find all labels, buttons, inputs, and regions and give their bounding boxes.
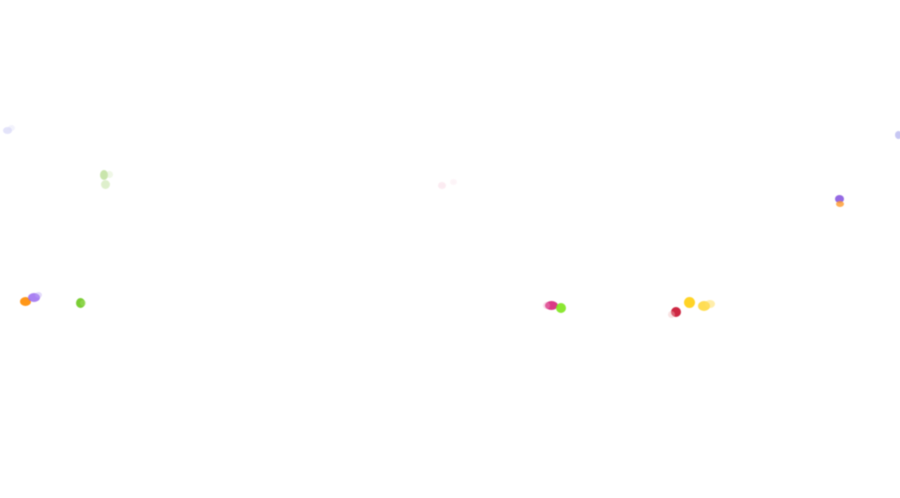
red-yellow-group-particle	[705, 300, 715, 308]
green-single-particle	[76, 298, 85, 308]
pale-green-trail-particle	[100, 170, 108, 180]
pale-green-trail-particle	[106, 171, 113, 178]
purple-orange-right-particle	[836, 201, 844, 207]
orange-purple-pair-particle	[35, 292, 42, 298]
orange-purple-pair-particle	[20, 297, 31, 306]
pink-faint-particle	[438, 182, 446, 189]
pink-faint-particle	[450, 179, 457, 185]
green-single-particle	[80, 300, 86, 306]
magenta-green-pair-particle	[556, 303, 566, 313]
lavender-edge-right-particle	[895, 131, 900, 139]
magenta-green-pair-particle	[545, 301, 558, 310]
red-yellow-group-particle	[684, 297, 695, 308]
pale-green-trail-particle	[101, 180, 110, 189]
purple-orange-right-particle	[835, 195, 844, 203]
orange-purple-pair-particle	[28, 293, 40, 302]
magenta-green-pair-particle	[543, 302, 550, 309]
red-yellow-group-particle	[698, 301, 710, 311]
lavender-top-left-particle	[3, 127, 12, 134]
red-yellow-group-particle	[671, 307, 681, 317]
red-yellow-group-particle	[668, 311, 675, 318]
lavender-top-left-particle	[8, 125, 15, 131]
